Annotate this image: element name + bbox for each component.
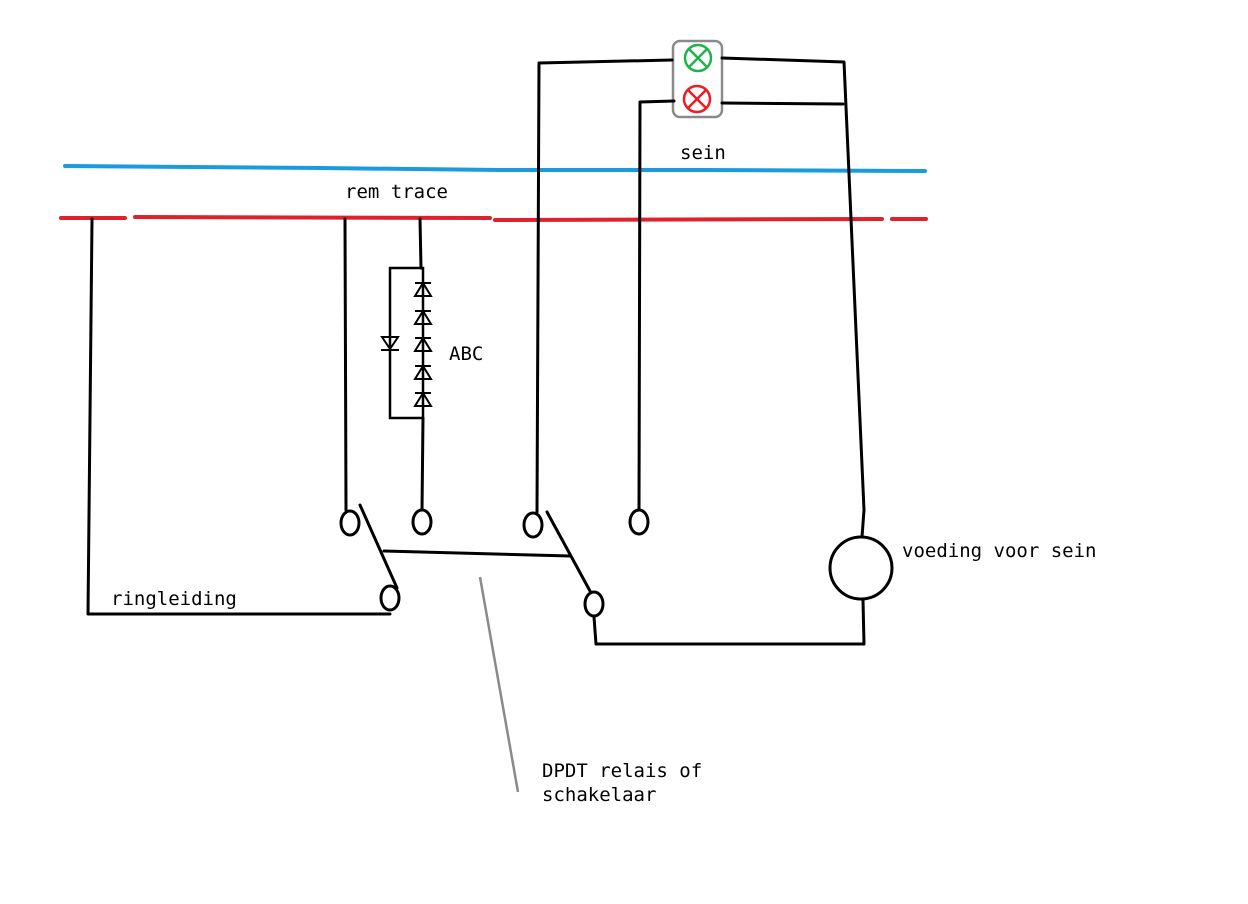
contact-terminal xyxy=(411,508,433,536)
red-lamp-icon xyxy=(682,84,712,114)
label-relay-line1: DPDT relais of xyxy=(542,760,702,782)
wires xyxy=(86,56,866,646)
contact-terminal xyxy=(339,509,361,537)
common-terminal xyxy=(583,590,605,618)
label-diodes: ABC xyxy=(449,343,483,365)
abc-diode-block xyxy=(380,266,433,420)
label-brake-section: rem trace xyxy=(345,181,448,203)
relay-pointer xyxy=(478,576,520,793)
label-ring-line: ringleiding xyxy=(111,588,237,610)
signal-housing xyxy=(671,39,724,119)
relay-contacts xyxy=(339,508,650,618)
label-signal-supply: voeding voor sein xyxy=(902,540,1096,562)
common-terminal xyxy=(379,584,401,612)
rail-bottom-red xyxy=(59,215,928,222)
contact-terminal xyxy=(628,508,650,536)
rail-top-blue xyxy=(63,164,927,173)
label-relay-line2: schakelaar xyxy=(542,784,656,806)
supply-source-icon xyxy=(828,535,894,601)
green-lamp-icon xyxy=(683,43,713,73)
label-signal: sein xyxy=(680,142,726,164)
contact-terminal xyxy=(522,511,544,539)
